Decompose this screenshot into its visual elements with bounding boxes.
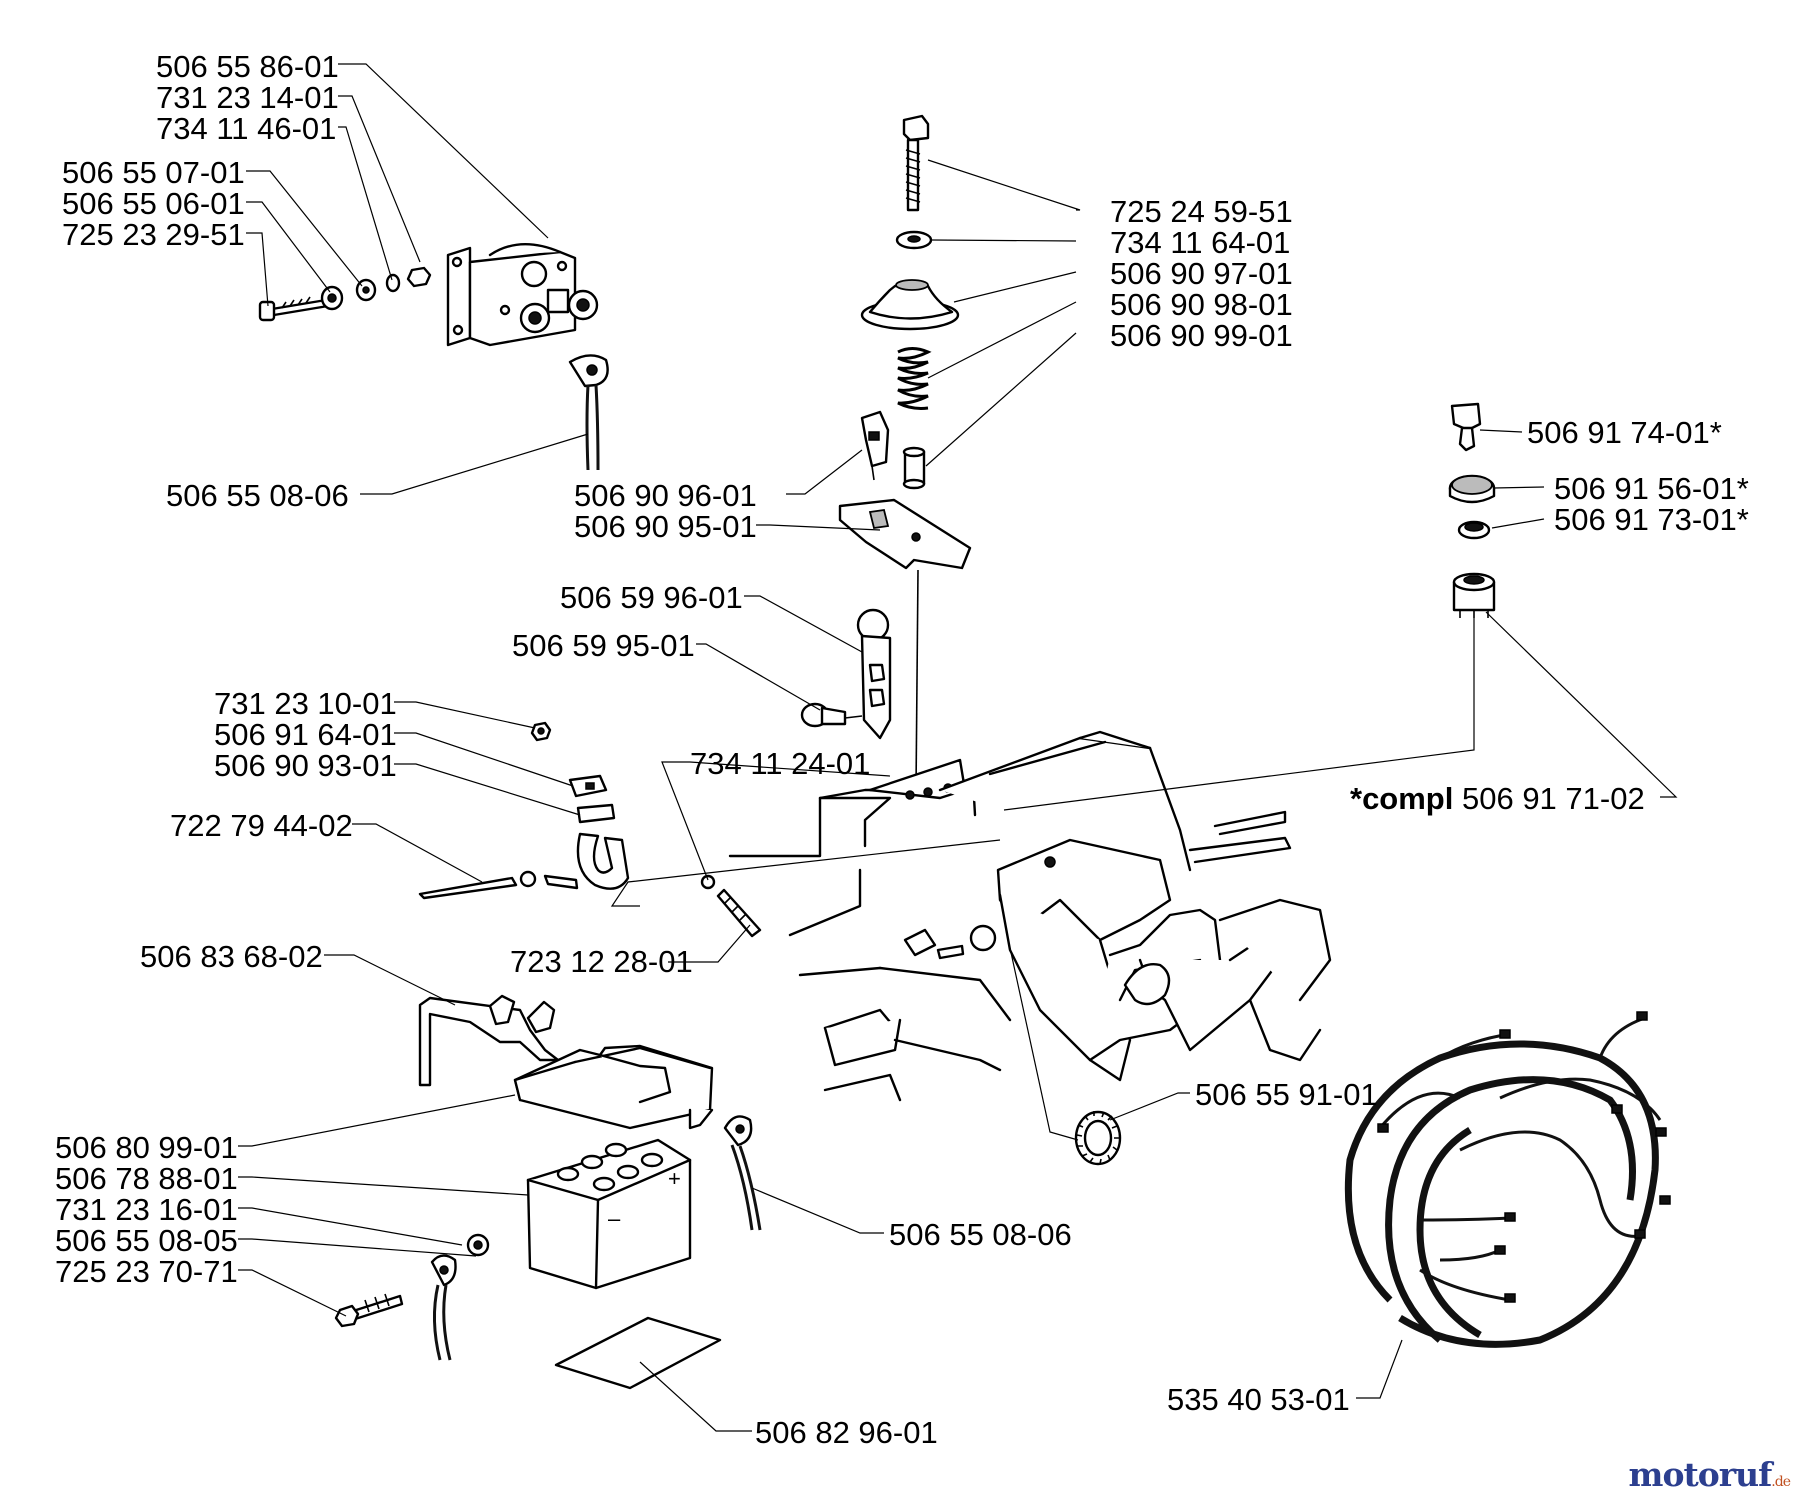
cable-506-55-08-06-top [568,354,609,471]
label-506-91-73-01: 506 91 73-01* [1554,502,1749,537]
spring-506-90-98-01 [897,347,932,410]
label-compl-506-91-71-02: *compl 506 91 71-02 [1350,783,1645,814]
clip-small [903,924,997,960]
label-506-80-99-01: 506 80 99-01 [55,1130,238,1165]
label-506-90-95-01: 506 90 95-01 [574,509,757,544]
label-506-91-56-01: 506 91 56-01* [1554,471,1749,506]
label-506-90-96-01: 506 90 96-01 [574,478,757,513]
battery-cables [334,1115,762,1361]
battery-plus-mark: + [668,1166,681,1191]
label-506-55-86-01: 506 55 86-01 [156,49,339,84]
switch-506-90-96-01 [860,410,890,481]
boot-506-90-97-01 [860,279,960,331]
battery-506-78-88-01: + – [526,1138,692,1290]
battery-minus-mark: – [608,1206,621,1231]
bolt-725-24-59-51 [902,114,930,212]
label-506-78-88-01: 506 78 88-01 [55,1161,238,1196]
label-506-55-06-01: 506 55 06-01 [62,186,245,221]
label-722-79-44-02: 722 79 44-02 [170,808,353,843]
label-723-12-28-01: 723 12 28-01 [510,944,693,979]
label-506-91-64-01: 506 91 64-01 [214,717,397,752]
label-506-90-98-01: 506 90 98-01 [1110,287,1293,322]
plate-506-90-95-01 [838,498,972,570]
lever-506-59-96-01 [856,608,892,740]
battery-mat-506-82-96-01 [554,1316,722,1390]
key-506-91-74-01 [1450,402,1482,452]
label-535-40-53-01: 535 40 53-01 [1167,1382,1350,1417]
battery-cover [513,1044,714,1130]
cap-506-91-56-01 [1448,474,1496,504]
shift-rod [915,569,919,791]
label-506-55-08-06-top: 506 55 08-06 [166,478,349,513]
leader-lines [238,63,1678,1432]
label-506-82-96-01: 506 82 96-01 [755,1415,938,1450]
knob-506-59-95-01 [800,702,863,728]
label-725-24-59-51: 725 24 59-51 [1110,194,1293,229]
label-734-11-46-01: 734 11 46-01 [156,111,337,146]
label-506-90-99-01: 506 90 99-01 [1110,318,1293,353]
grommet-506-55-91-01 [1074,1110,1122,1166]
label-506-55-07-01: 506 55 07-01 [62,155,245,190]
spacer-506-90-99-01 [902,446,926,490]
watermark-suffix: .de [1771,1474,1791,1490]
label-731-23-14-01: 731 23 14-01 [156,80,339,115]
label-734-11-64-01: 734 11 64-01 [1110,225,1291,260]
label-506-59-95-01: 506 59 95-01 [512,628,695,663]
label-506-55-08-06-bottom: 506 55 08-06 [889,1217,1072,1252]
nut-506-91-73-01 [1457,520,1491,540]
label-506-90-93-01: 506 90 93-01 [214,748,397,783]
label-731-23-16-01: 731 23 16-01 [55,1192,238,1227]
label-506-55-08-05: 506 55 08-05 [55,1223,238,1258]
label-731-23-10-01: 731 23 10-01 [214,686,397,721]
washer-734-11-64-01 [895,230,933,250]
watermark-text: motoruf [1628,1455,1773,1494]
label-506-90-97-01: 506 90 97-01 [1110,256,1293,291]
label-506-83-68-02: 506 83 68-02 [140,939,323,974]
frame-body [728,730,1332,1102]
label-734-11-24-01: 734 11 24-01 [690,746,871,781]
label-725-23-29-51: 725 23 29-51 [62,217,245,252]
label-compl-prefix: *compl [1350,781,1454,816]
solenoid-assembly [446,242,599,347]
label-506-59-96-01: 506 59 96-01 [560,580,743,615]
battery-holddown [418,994,560,1087]
label-506-91-74-01: 506 91 74-01* [1527,415,1722,450]
label-725-23-70-71: 725 23 70-71 [55,1254,238,1289]
label-compl-number: 506 91 71-02 [1461,781,1645,816]
seat-switch-parts [418,721,762,938]
wiring-harness-535-40-53-01 [1344,1011,1671,1348]
site-watermark-logo: motoruf.de [1628,1455,1791,1494]
solenoid-hardware [258,266,432,322]
ignition-switch-body [1452,572,1496,618]
battery-terminal-caps [556,1142,664,1192]
label-506-55-91-01: 506 55 91-01 [1195,1077,1378,1112]
